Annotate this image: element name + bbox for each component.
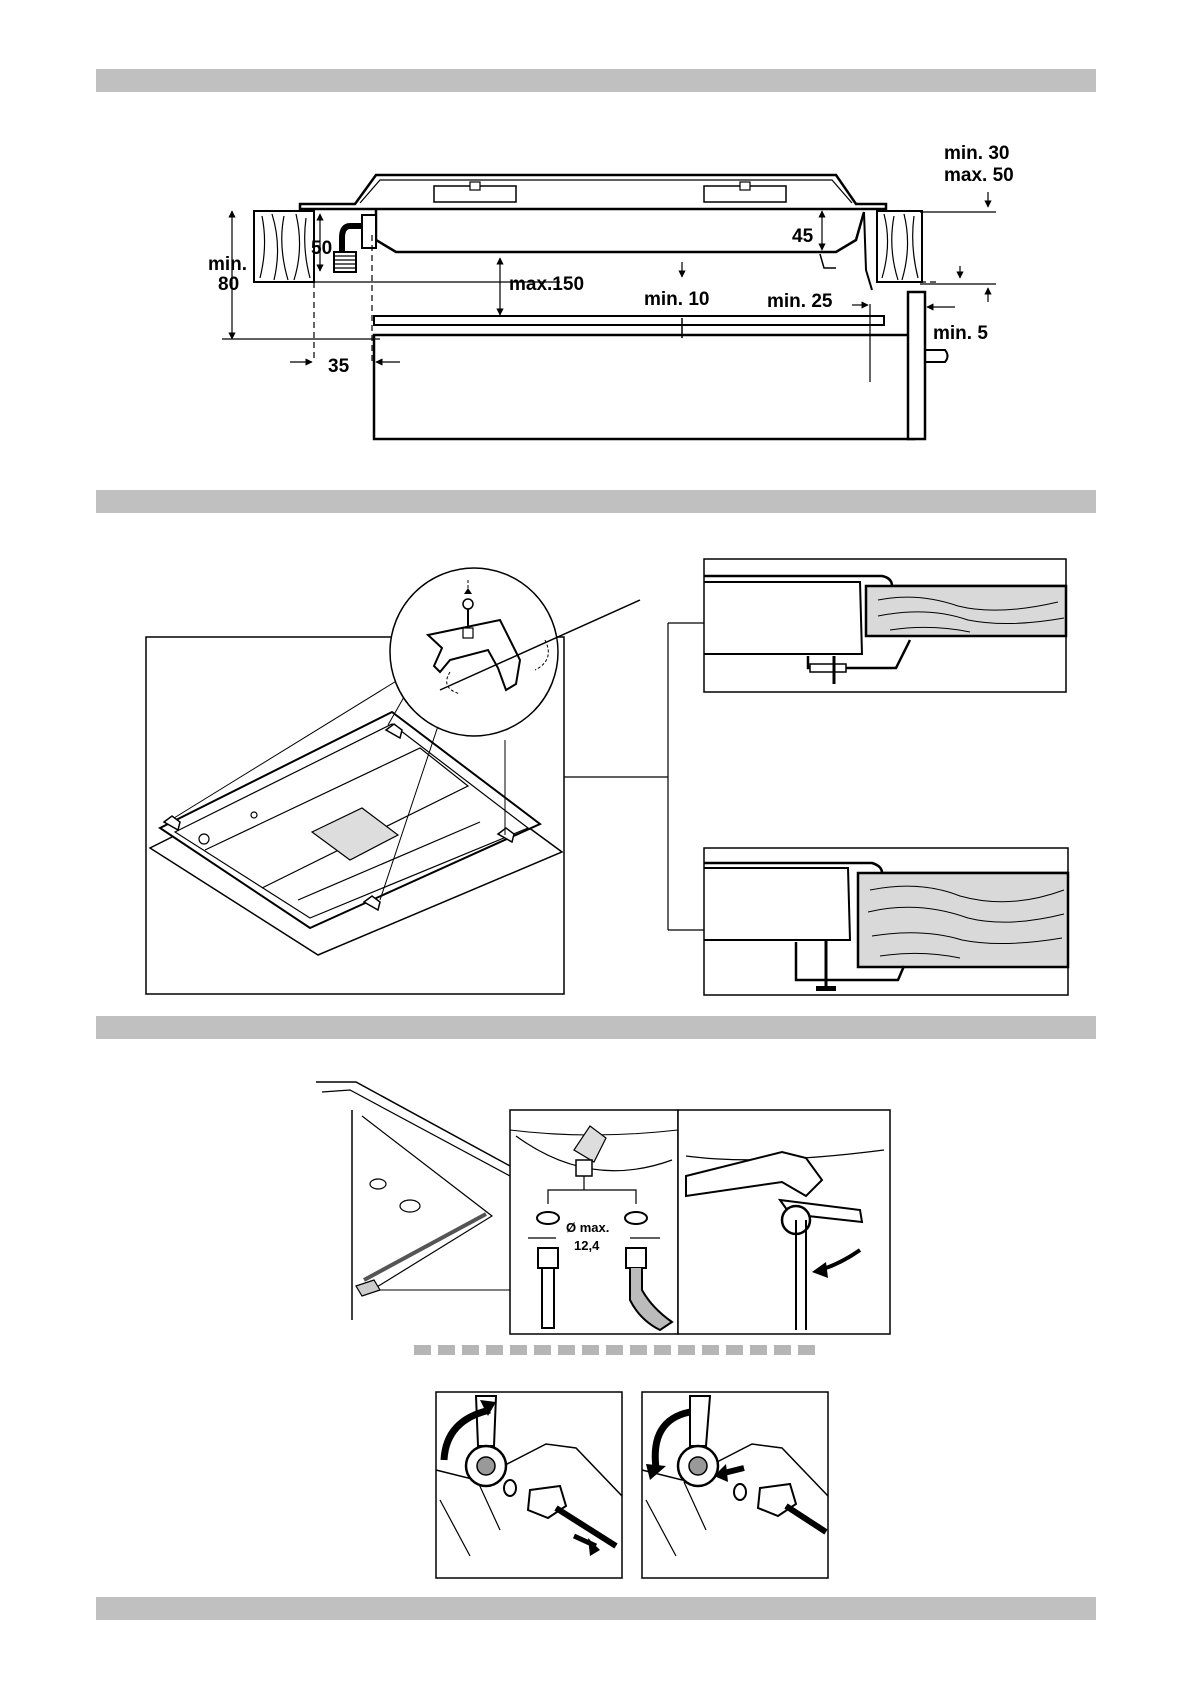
label-max-50: max. 50	[944, 165, 1014, 186]
detail-thin-worktop	[703, 558, 1068, 693]
label-50: 50	[311, 238, 332, 259]
diameter-label: Ø max.	[566, 1220, 609, 1235]
worktop-left	[253, 210, 315, 283]
label-min-10: min. 10	[644, 289, 709, 310]
hob-underside-corner	[316, 1081, 511, 1320]
label-min-30: min. 30	[944, 143, 1009, 164]
label-45: 45	[792, 226, 814, 247]
label-max-150: max.150	[509, 274, 584, 295]
hob-underside	[148, 679, 564, 956]
step-tighten	[641, 1391, 829, 1579]
label-min-80: min.	[208, 254, 247, 275]
section-bar-2	[96, 490, 1096, 513]
detail-connector	[564, 622, 704, 931]
label-80: 80	[218, 274, 239, 295]
label-min-5: min. 5	[933, 323, 988, 344]
detail-thick-worktop	[703, 847, 1070, 996]
oven-cross-section	[372, 290, 949, 441]
step-loosen	[435, 1391, 623, 1579]
label-min-25: min. 25	[767, 291, 833, 312]
connection-panel-hoses: Ø max. 12,4	[509, 1109, 679, 1335]
separator-dashes	[414, 1345, 834, 1355]
dimension-lines	[222, 192, 996, 382]
section-bar-3	[96, 1016, 1096, 1039]
section-bar-4	[96, 1597, 1096, 1620]
connection-panel-wrench	[677, 1109, 891, 1335]
label-35: 35	[328, 356, 350, 377]
clamp-detail-zoom	[389, 567, 641, 737]
diameter-value: 12,4	[574, 1238, 600, 1253]
worktop-right	[876, 210, 923, 283]
hob-cross-section	[298, 173, 888, 291]
section-bar-1	[96, 69, 1096, 92]
